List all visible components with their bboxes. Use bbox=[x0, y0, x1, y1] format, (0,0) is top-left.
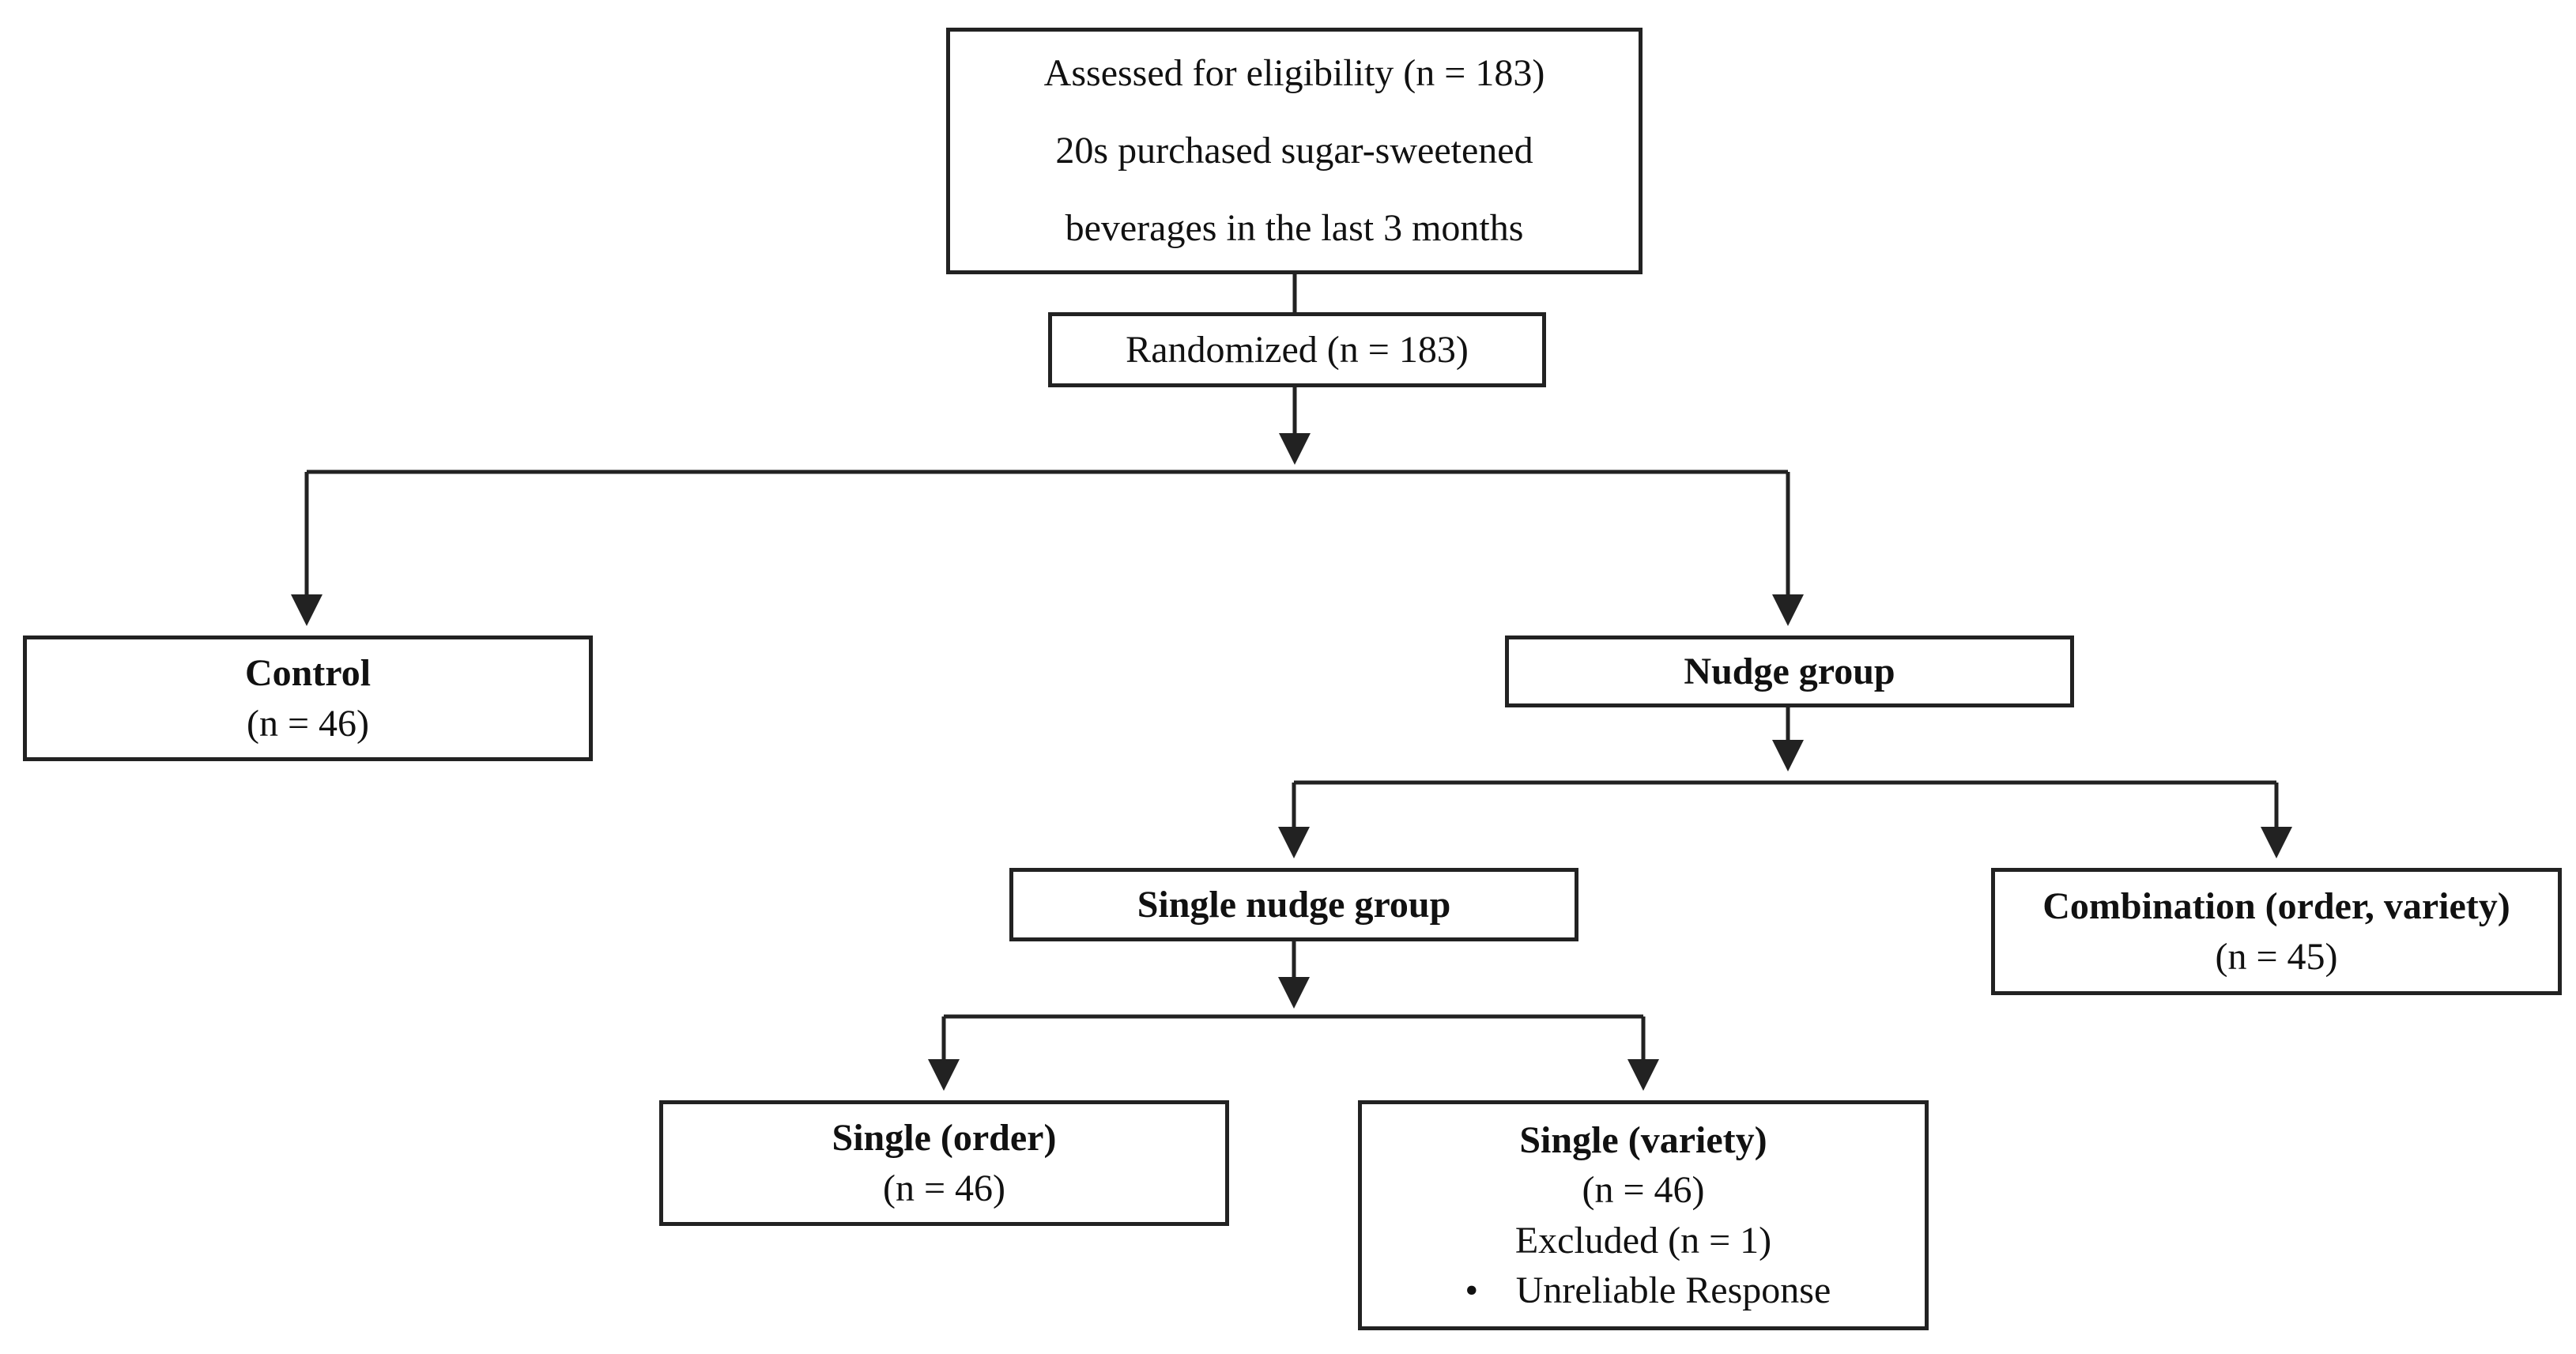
control-count: (n = 46) bbox=[246, 702, 370, 745]
single-order-title: Single (order) bbox=[832, 1117, 1057, 1160]
single-order-box: Single (order) (n = 46) bbox=[659, 1100, 1229, 1226]
combination-title: Combination (order, variety) bbox=[2042, 885, 2510, 928]
randomized-box: Randomized (n = 183) bbox=[1048, 312, 1546, 387]
eligibility-line-3: beverages in the last 3 months bbox=[1065, 207, 1524, 249]
eligibility-line-2: 20s purchased sugar-sweetened bbox=[1055, 130, 1533, 172]
eligibility-box: Assessed for eligibility (n = 183) 20s p… bbox=[946, 28, 1643, 274]
single-order-count: (n = 46) bbox=[882, 1167, 1006, 1209]
control-box: Control (n = 46) bbox=[23, 636, 593, 761]
nudge-group-box: Nudge group bbox=[1505, 636, 2074, 707]
eligibility-line-1: Assessed for eligibility (n = 183) bbox=[1043, 52, 1545, 94]
exclusion-reason: Unreliable Response bbox=[1515, 1269, 1831, 1311]
single-nudge-group-box: Single nudge group bbox=[1009, 868, 1578, 941]
single-variety-title: Single (variety) bbox=[1519, 1118, 1767, 1161]
control-title: Control bbox=[244, 652, 372, 695]
combination-count: (n = 45) bbox=[2215, 935, 2338, 978]
bullet-icon: • bbox=[1465, 1269, 1479, 1311]
nudge-group-title: Nudge group bbox=[1684, 650, 1895, 692]
randomized-label: Randomized (n = 183) bbox=[1126, 328, 1469, 371]
single-variety-excluded: Excluded (n = 1) bbox=[1514, 1219, 1772, 1262]
combination-box: Combination (order, variety) (n = 45) bbox=[1991, 868, 2562, 995]
single-variety-box: Single (variety) (n = 46) Excluded (n = … bbox=[1358, 1100, 1929, 1330]
single-variety-count: (n = 46) bbox=[1582, 1169, 1705, 1212]
exclusion-reason-item: • Unreliable Response bbox=[1456, 1265, 1831, 1315]
single-nudge-group-title: Single nudge group bbox=[1137, 883, 1451, 926]
